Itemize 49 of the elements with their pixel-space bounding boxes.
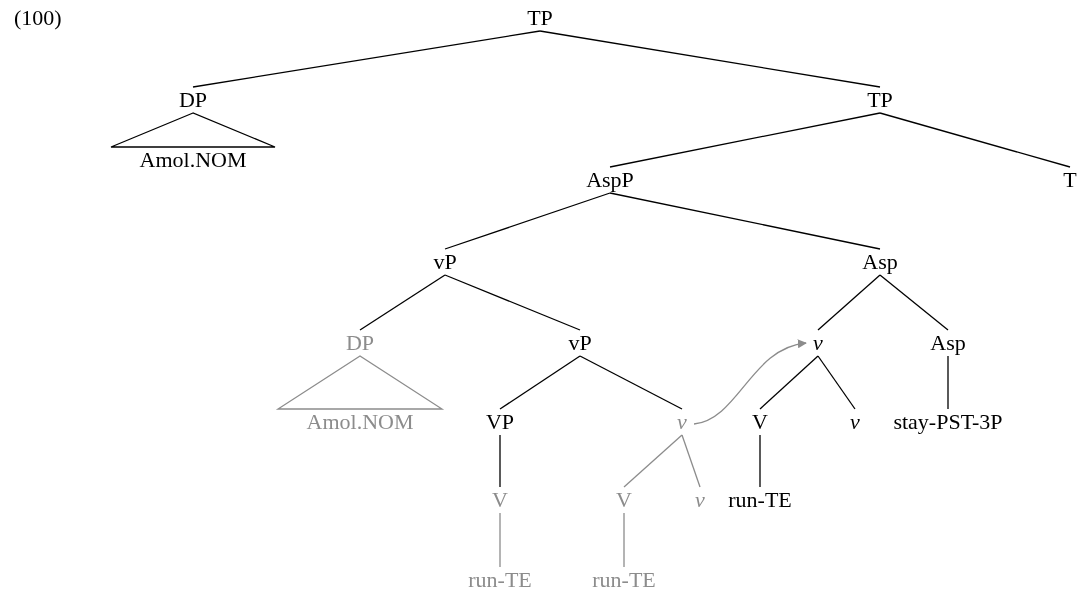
tree-node-label: TP [867,87,893,113]
tree-node-label: AspP [586,167,634,193]
tree-node-label: Asp [862,249,898,275]
branch-line [192,30,541,88]
branch-line [499,512,501,568]
tree-node-label: v [677,409,687,435]
tree-node-label: Amol.NOM [139,147,247,173]
branch-line [623,512,625,568]
triangle-roof [110,112,276,148]
tree-node-label: VP [485,409,515,435]
tree-node-label: v [850,409,860,435]
triangle-roof [275,355,445,410]
branch-line [879,112,1071,168]
branch-line [817,274,881,331]
branch-line [759,434,761,488]
branch-line [681,434,701,488]
tree-node-label: T [1063,167,1077,193]
tree-node-label: DP [178,87,208,113]
tree-node-label: Amol.NOM [306,409,414,435]
branch-line [579,355,683,410]
tree-node-label: V [616,487,632,513]
example-number: (100) [14,5,62,31]
branch-line [444,192,611,250]
branch-line [879,274,949,331]
branch-line [359,274,446,331]
tree-node-label: stay-PST-3P [893,409,1003,435]
branch-line [947,355,949,410]
tree-node-label: run-TE [728,487,792,513]
branch-line [817,355,856,410]
tree-node-label: Asp [930,330,966,356]
branch-line [444,274,581,331]
tree-node-label: v [813,330,823,356]
branch-line [539,30,881,88]
tree-node-label: V [752,409,768,435]
tree-node-label: vP [568,330,592,356]
tree-node-label: V [492,487,508,513]
tree-node-label: vP [433,249,457,275]
branch-line [623,434,683,488]
tree-node-label: TP [527,5,553,31]
tree-node-label: v [695,487,705,513]
branch-line [759,355,819,410]
branch-line [609,192,881,250]
tree-node-label: run-TE [592,567,656,593]
movement-arrow [693,340,807,425]
branch-line [499,434,501,488]
tree-node-label: DP [345,330,375,356]
branch-line [609,112,881,168]
branch-line [499,355,581,410]
tree-node-label: run-TE [468,567,532,593]
